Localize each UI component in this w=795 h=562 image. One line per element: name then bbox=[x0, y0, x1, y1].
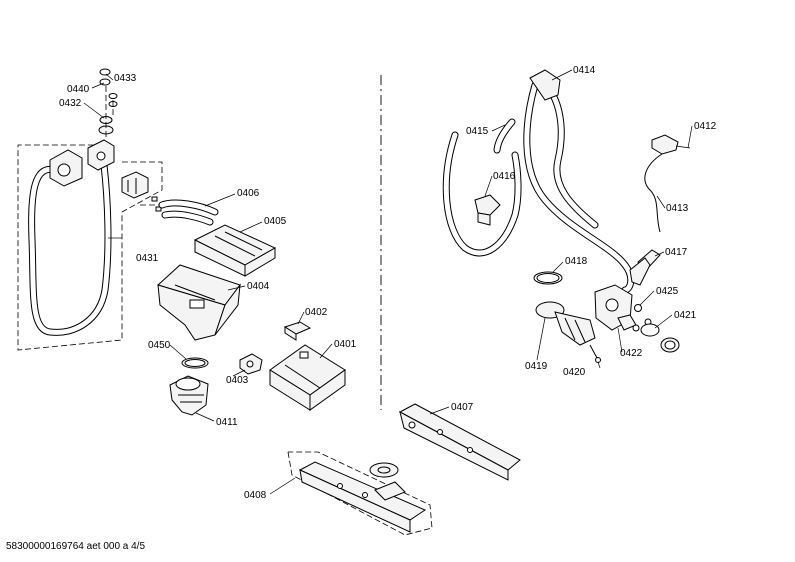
connector-block bbox=[121, 171, 149, 199]
dispenser-hoses bbox=[158, 199, 219, 226]
label-0418: 0418 bbox=[565, 256, 588, 267]
dispenser-housing bbox=[157, 264, 241, 341]
drain-filter-tube bbox=[629, 249, 661, 286]
drain-hose bbox=[523, 69, 635, 294]
label-0433: 0433 bbox=[114, 73, 137, 84]
label-0420: 0420 bbox=[563, 367, 586, 378]
label-0408: 0408 bbox=[244, 490, 267, 501]
bellows-hose bbox=[169, 375, 209, 416]
rail-enclosure bbox=[287, 451, 433, 536]
hose-bracket bbox=[474, 194, 501, 226]
label-0405: 0405 bbox=[264, 216, 287, 227]
inlet-hose bbox=[28, 161, 112, 336]
hose-0415 bbox=[442, 131, 522, 257]
label-0415: 0415 bbox=[466, 126, 489, 137]
label-0406: 0406 bbox=[237, 188, 260, 199]
o-ring bbox=[640, 323, 660, 337]
screw-0420 bbox=[589, 344, 601, 363]
small-clips bbox=[140, 196, 170, 212]
inlet-hose-enclosure bbox=[17, 144, 163, 351]
label-0411: 0411 bbox=[216, 417, 238, 428]
label-0404: 0404 bbox=[247, 281, 270, 292]
label-0450: 0450 bbox=[148, 340, 171, 351]
label-0407: 0407 bbox=[451, 402, 474, 413]
label-0413: 0413 bbox=[666, 203, 689, 214]
label-0414: 0414 bbox=[573, 65, 596, 76]
support-rail-0408 bbox=[298, 461, 427, 533]
part-number-labels: 0440 0433 0432 0431 0406 0405 0404 0402 … bbox=[59, 65, 717, 501]
label-0403: 0403 bbox=[226, 375, 249, 386]
hose-connector bbox=[49, 139, 115, 187]
washer-stack bbox=[98, 68, 118, 140]
hose-piece bbox=[493, 118, 516, 154]
document-id-footer: 58300000169764 aet 000 a 4/5 bbox=[6, 541, 146, 552]
dispenser-drawer bbox=[269, 344, 346, 411]
pump-seals bbox=[632, 304, 652, 332]
pressure-sensor bbox=[644, 134, 679, 233]
label-0419: 0419 bbox=[525, 361, 548, 372]
label-0417: 0417 bbox=[665, 247, 688, 258]
small-valve bbox=[239, 353, 263, 375]
label-0432: 0432 bbox=[59, 98, 82, 109]
clip-0402 bbox=[283, 321, 312, 341]
label-0431: 0431 bbox=[136, 253, 159, 264]
leader-lines bbox=[83, 69, 693, 495]
support-rail-0407 bbox=[398, 403, 521, 481]
label-0401: 0401 bbox=[334, 339, 357, 350]
label-0440: 0440 bbox=[67, 84, 90, 95]
label-0402: 0402 bbox=[305, 307, 328, 318]
label-0412: 0412 bbox=[694, 121, 717, 132]
sump-hose bbox=[535, 301, 596, 346]
label-0422: 0422 bbox=[620, 348, 643, 359]
dispenser-cover bbox=[193, 224, 277, 277]
filter-cap bbox=[660, 337, 680, 353]
label-0421: 0421 bbox=[674, 310, 697, 321]
drain-pump bbox=[594, 284, 637, 331]
label-0416: 0416 bbox=[493, 171, 516, 182]
label-0425: 0425 bbox=[656, 286, 679, 297]
